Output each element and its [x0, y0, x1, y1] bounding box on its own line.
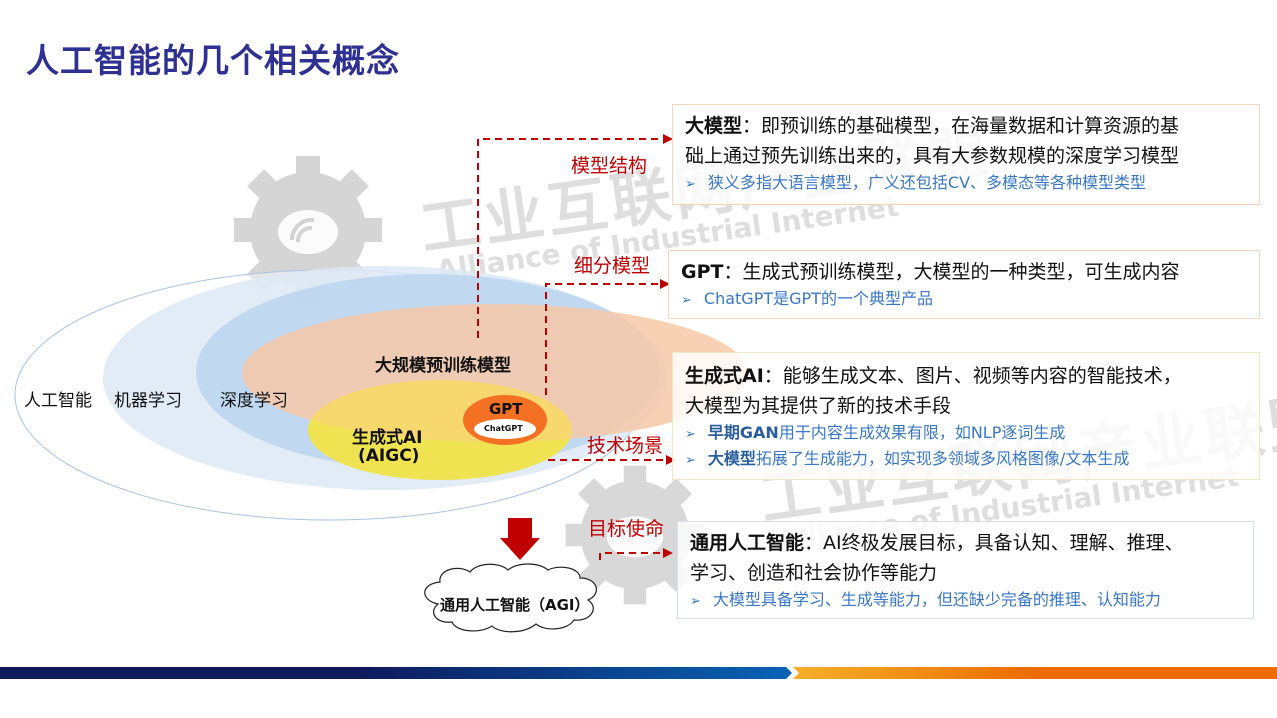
- card-gpt: GPT：生成式预训练模型，大模型的一种类型，可生成内容 ➢ChatGPT是GPT…: [668, 250, 1260, 319]
- bullet-arrow-icon: ➢: [685, 177, 696, 192]
- label-chatgpt: ChatGPT: [484, 424, 523, 433]
- ellipse-chatgpt: [474, 419, 536, 439]
- bullet-arrow-icon: ➢: [690, 594, 701, 609]
- bullet-item: ➢大模型具备学习、生成等能力，但还缺少完备的推理、认知能力: [690, 590, 1161, 609]
- watermark-gear-icon: [234, 156, 382, 304]
- label-pretrained: 大规模预训练模型: [375, 356, 511, 376]
- bullet-arrow-icon: ➢: [681, 293, 692, 308]
- watermark-gear-icon: [565, 465, 705, 605]
- label-gpt: GPT: [489, 400, 523, 418]
- bullet-item: ➢早期GAN用于内容生成效果有限，如NLP逐词生成: [685, 423, 1066, 442]
- label-gen-ai: 生成式AI: [352, 428, 423, 448]
- card-agi: 通用人工智能：AI终极发展目标，具备认知、理解、推理、 学习、创造和社会协作等能…: [677, 521, 1254, 619]
- label-dl: 深度学习: [220, 391, 288, 411]
- label-aigc: (AIGC): [358, 446, 420, 466]
- connector-label-structure: 模型结构: [571, 155, 648, 177]
- label-ai: 人工智能: [24, 391, 92, 411]
- page-title: 人工智能的几个相关概念: [26, 41, 400, 80]
- footer-bar: [0, 667, 1277, 679]
- down-arrow-icon: [500, 518, 540, 560]
- connector-label-scenario: 技术场景: [587, 435, 664, 457]
- card-main-text: 大模型：即预训练的基础模型，在海量数据和计算资源的基: [685, 115, 1180, 137]
- label-agi: 通用人工智能（AGI）: [440, 596, 590, 614]
- card-large-model: 大模型：即预训练的基础模型，在海量数据和计算资源的基 础上通过预先训练出来的，具…: [672, 104, 1260, 205]
- bullet-arrow-icon: ➢: [685, 427, 696, 442]
- card-gen-ai: 生成式AI：能够生成文本、图片、视频等内容的智能技术， 大模型为其提供了新的技术…: [672, 352, 1260, 480]
- bullet-item: ➢大模型拓展了生成能力，如实现多领域多风格图像/文本生成: [685, 449, 1130, 468]
- connector-label-submodel: 细分模型: [574, 255, 651, 277]
- bullet-arrow-icon: ➢: [685, 453, 696, 468]
- bullet-item: ➢狭义多指大语言模型，广义还包括CV、多模态等各种模型类型: [685, 173, 1147, 192]
- connector-label-mission: 目标使命: [588, 518, 665, 540]
- cloud-shape: [424, 563, 597, 633]
- label-ml: 机器学习: [114, 391, 182, 411]
- bullet-item: ➢ChatGPT是GPT的一个典型产品: [681, 289, 933, 308]
